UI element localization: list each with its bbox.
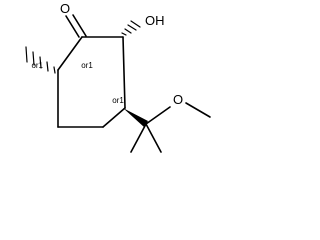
stereo-label-c2: or1	[81, 61, 93, 70]
wedge-bond	[123, 108, 148, 127]
bond-ring-c3-c4	[122, 36, 126, 109]
bond-ring-c4-c5	[102, 107, 126, 128]
bond-quat-methyl-1	[130, 123, 147, 153]
hashed-bond-hydroxyl	[121, 20, 141, 36]
ether-oxygen-label: O	[173, 92, 183, 107]
hydroxyl-label: OH	[145, 13, 165, 28]
hashed-bond-methyl	[25, 46, 56, 74]
bond-quat-methyl-2	[145, 123, 162, 153]
bond-quat-ether	[145, 106, 171, 125]
bond-ether-methyl	[185, 102, 211, 118]
stereo-label-c1: or1	[31, 61, 43, 70]
carbonyl-oxygen-label: O	[60, 1, 70, 16]
bond-carbonyl-a	[65, 15, 80, 38]
bond-ring-c1-c2	[57, 36, 83, 71]
bond-carbonyl-b	[72, 14, 87, 37]
chemical-structure-diagram: O OH O or1 or1 or1	[25, 1, 211, 153]
stereo-label-c3: or1	[112, 96, 124, 105]
